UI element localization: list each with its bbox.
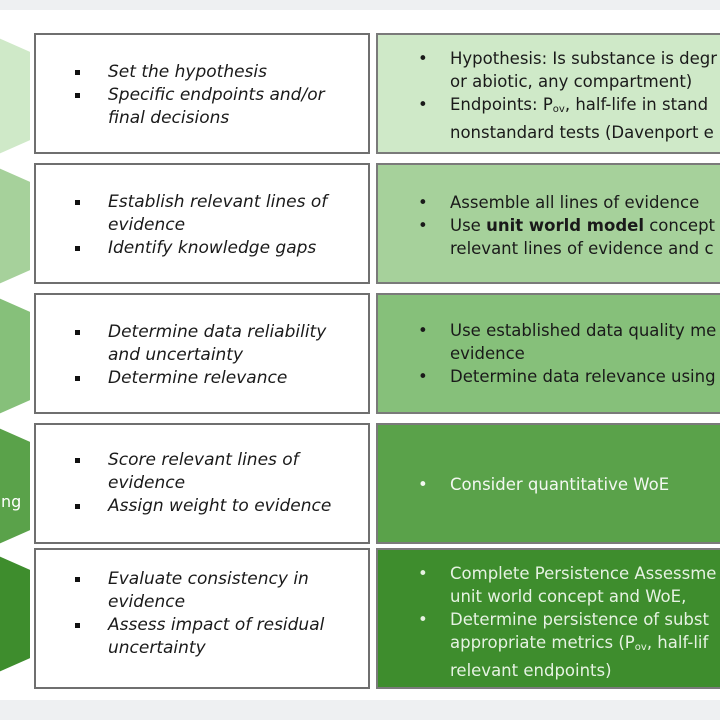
step-5-chevron bbox=[0, 556, 30, 672]
step-2-chevron bbox=[0, 168, 30, 284]
action-item: Identify knowledge gaps bbox=[36, 237, 368, 260]
detail-item: Complete Persistence Assessme unit world… bbox=[378, 562, 720, 608]
step-2-actions: Establish relevant lines of evidence Ide… bbox=[34, 163, 370, 284]
step-4-actions: Score relevant lines of evidence Assign … bbox=[34, 423, 370, 544]
action-item: Assign weight to evidence bbox=[36, 495, 368, 518]
step-3-chevron bbox=[0, 298, 30, 414]
step-1-chevron bbox=[0, 38, 30, 154]
action-item: Set the hypothesis bbox=[36, 61, 368, 84]
detail-item: Endpoints: Pov, half-life in stand nonst… bbox=[378, 93, 720, 144]
step-5-details: Complete Persistence Assessme unit world… bbox=[376, 548, 720, 689]
top-margin bbox=[0, 0, 720, 10]
step-1-actions: Set the hypothesis Specific endpoints an… bbox=[34, 33, 370, 154]
step-4-details: Consider quantitative WoE bbox=[376, 423, 720, 544]
action-item: Evaluate consistency in evidence bbox=[36, 568, 328, 614]
action-item: Determine relevance bbox=[36, 367, 368, 390]
detail-item: Use unit world model concept f relevant … bbox=[378, 214, 720, 260]
detail-item: Assemble all lines of evidence bbox=[378, 191, 720, 214]
step-1-details: Hypothesis: Is substance is degr or abio… bbox=[376, 33, 720, 154]
action-item: Score relevant lines of evidence bbox=[36, 449, 316, 495]
action-item: Establish relevant lines of evidence bbox=[36, 191, 342, 237]
detail-item: Determine data relevance using bbox=[378, 365, 720, 388]
bottom-margin bbox=[0, 700, 720, 720]
detail-item: Determine persistence of subst appropria… bbox=[378, 608, 720, 682]
action-item: Determine data reliability and uncertain… bbox=[36, 321, 352, 367]
step-2-details: Assemble all lines of evidence Use unit … bbox=[376, 163, 720, 284]
step-4-chevron bbox=[0, 428, 30, 544]
action-item: Assess impact of residual uncertainty bbox=[36, 614, 356, 660]
step-3-actions: Determine data reliability and uncertain… bbox=[34, 293, 370, 414]
detail-item: Consider quantitative WoE bbox=[378, 473, 720, 496]
detail-item: Use established data quality me evidence bbox=[378, 319, 720, 365]
step-5-actions: Evaluate consistency in evidence Assess … bbox=[34, 548, 370, 689]
step-4-chevron-label: ng bbox=[1, 492, 22, 511]
detail-line: nonstandard tests (Davenport e bbox=[450, 123, 714, 142]
detail-line: Hypothesis: Is substance is degr bbox=[450, 49, 718, 68]
detail-line: or abiotic, any compartment) bbox=[450, 72, 693, 91]
detail-item: Hypothesis: Is substance is degr or abio… bbox=[378, 47, 720, 93]
step-3-details: Use established data quality me evidence… bbox=[376, 293, 720, 414]
detail-line: Endpoints: Pov, half-life in stand bbox=[450, 95, 709, 115]
action-item: Specific endpoints and/or final decision… bbox=[36, 84, 342, 130]
